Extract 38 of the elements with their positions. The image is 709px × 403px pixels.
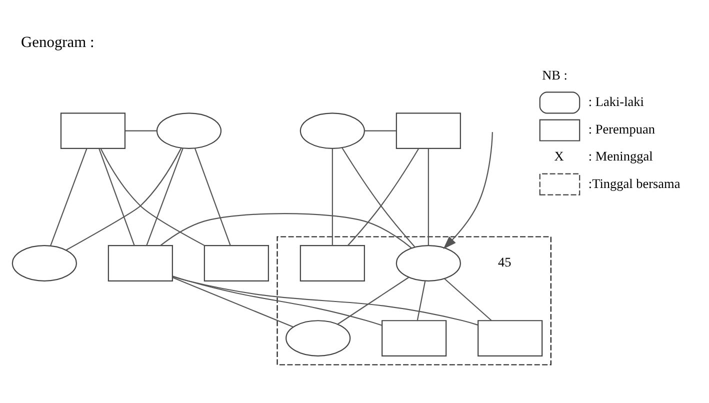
connector (428, 148, 429, 246)
node-box (382, 320, 447, 356)
legend-label: : Laki-laki (588, 94, 644, 109)
node-circle (396, 244, 461, 281)
connector (100, 148, 205, 246)
connector (125, 130, 157, 131)
legend-label: :Tinggal bersama (588, 175, 680, 190)
connector (194, 148, 231, 246)
node-circle (12, 244, 77, 281)
connector (172, 276, 294, 327)
connector (66, 147, 182, 250)
connector (416, 280, 426, 320)
node-box (204, 244, 269, 281)
arrow (443, 132, 493, 249)
legend-label: : Meninggal (588, 148, 653, 164)
node-label: 45 (498, 254, 512, 270)
node-box (396, 112, 461, 149)
connector (337, 276, 409, 324)
node-circle (286, 320, 351, 356)
legend-label: : Perempuan (588, 121, 655, 136)
connector (160, 212, 412, 248)
connector (172, 275, 382, 326)
diagram-title: Genogram : (21, 34, 94, 51)
connector (50, 148, 88, 246)
node-box (300, 244, 365, 281)
connector (98, 148, 135, 246)
connector (444, 278, 492, 320)
node-box (60, 112, 126, 149)
connector (172, 276, 478, 325)
node-box (478, 320, 543, 356)
connector (146, 148, 184, 246)
connector (332, 148, 333, 246)
label: NB : (542, 67, 568, 82)
label: X (554, 148, 564, 164)
connector (364, 130, 396, 131)
node-circle (300, 112, 365, 149)
node-box (108, 244, 173, 281)
node-circle (156, 112, 222, 149)
